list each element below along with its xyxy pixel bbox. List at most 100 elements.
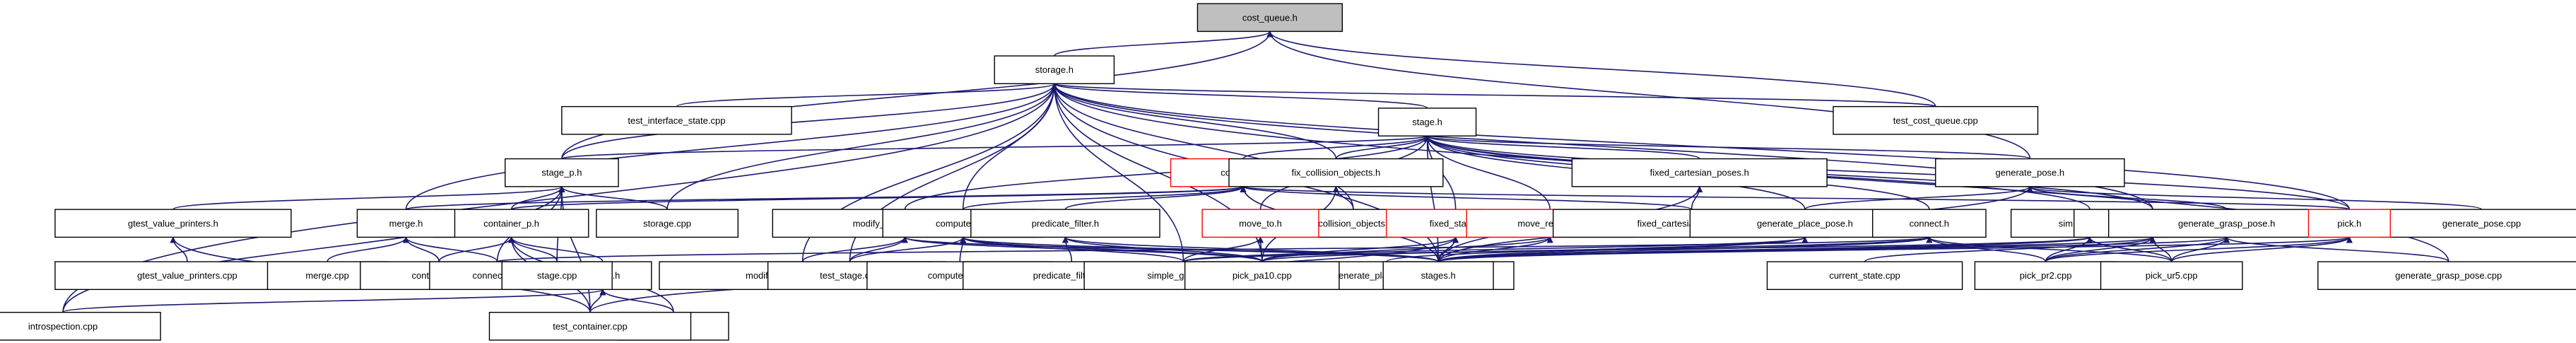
node-box: [1571, 158, 1828, 187]
edge-stage-h-to-fixed-cartesian-poses-h: [1424, 135, 1700, 160]
node-introspection-cpp[interactable]: introspection.cpp: [0, 311, 161, 341]
node-label: pick.h: [2337, 218, 2361, 228]
edge-generate-pose-h-to-generate-pose-cpp: [2027, 185, 2483, 210]
node-fixed-cartesian-poses-h[interactable]: fixed_cartesian_poses.h: [1571, 158, 1828, 187]
edge-connect-h-to-pick-ur5-cpp: [1926, 236, 2172, 262]
edge-stage-p-h-to-gtest-value-printers-h: [172, 185, 565, 210]
edge-compute-ik-h-to-pick-pa10-cpp: [960, 236, 1263, 262]
node-label: container_p.h: [483, 218, 539, 228]
node-label: move_to.h: [1239, 218, 1282, 228]
edge-stage-p-h-to-storage-cpp: [558, 185, 668, 210]
node-box: [2100, 261, 2243, 291]
edge-stage-p-h-to-introspection-cpp: [62, 185, 565, 313]
node-generate-grasp-pose-cpp[interactable]: generate_grasp_pose.cpp: [2317, 261, 2576, 291]
node-label: connect.h: [1910, 218, 1949, 228]
node-generate-pose-cpp[interactable]: generate_pose.cpp: [2378, 209, 2576, 238]
node-label: stages.h: [1421, 270, 1456, 281]
edge-cost-queue-h-to-storage-h: [1054, 30, 1274, 57]
node-label: stage.cpp: [537, 270, 577, 281]
edge-current-state-h-to-pick-ur5-cpp: [2149, 236, 2172, 262]
node-box: [1871, 209, 1987, 238]
node-label: gtest_value_printers.cpp: [137, 270, 237, 281]
node-label: test_container.cpp: [553, 321, 628, 332]
node-stage-cpp[interactable]: stage.cpp: [501, 261, 613, 291]
file-nodes: cost_queue.h storage.h stage.h stage_p.hcon…: [0, 3, 2576, 341]
node-label: gtest_value_printers.h: [128, 218, 218, 228]
node-box: [1196, 3, 1343, 33]
node-test-container-cpp[interactable]: test_container.cpp: [488, 311, 692, 341]
edge-connect-h-to-connect-cpp: [496, 236, 1932, 262]
edge-current-state-h-to-current-state-cpp: [1864, 236, 2156, 262]
node-pick-pr2-cpp[interactable]: pick_pr2.cpp: [1974, 261, 2117, 291]
edge-connect-h-to-pick-pr2-cpp: [1926, 236, 2047, 262]
node-label: pick_ur5.cpp: [2146, 270, 2198, 281]
node-box: [501, 261, 613, 291]
node-cost-queue-h[interactable]: cost_queue.h: [1196, 3, 1343, 33]
node-pick-ur5-cpp[interactable]: pick_ur5.cpp: [2100, 261, 2243, 291]
edge-merge-h-to-merge-cpp: [327, 236, 409, 262]
node-label: fix_collision_objects.h: [1292, 168, 1381, 178]
node-test-interface-state-cpp[interactable]: test_interface_state.cpp: [561, 105, 792, 135]
edge-generate-grasp-pose-h-to-stages-h: [1437, 236, 2230, 262]
edge-stage-h-to-stages-h: [1424, 135, 1439, 262]
node-current-state-cpp[interactable]: current_state.cpp: [1766, 261, 1963, 291]
edge-merge-h-to-connect-cpp: [403, 236, 498, 262]
node-box: [2317, 261, 2576, 291]
node-connect-h[interactable]: connect.h: [1871, 209, 1987, 238]
node-generate-grasp-pose-h[interactable]: generate_grasp_pose.h: [2107, 209, 2346, 238]
edge-container-h-to-compute-ik-h: [962, 185, 1247, 210]
node-label: fixed_cartesian_poses.h: [1650, 168, 1749, 178]
node-label: stage.h: [1412, 117, 1442, 127]
node-stages-h[interactable]: stages.h: [1382, 261, 1494, 291]
node-box: [1228, 158, 1444, 187]
edge-fix-collision-objects-h-to-fix-collision-objects-cpp: [1332, 185, 1354, 210]
node-label: storage.cpp: [643, 218, 691, 228]
node-storage-cpp[interactable]: storage.cpp: [596, 209, 739, 238]
edge-stage-h-to-modify-planning-scene-h: [904, 135, 1430, 210]
node-predicate-filter-h[interactable]: predicate_filter.h: [970, 209, 1160, 238]
edge-move-relative-h-to-pick-pa10-cpp: [1261, 236, 1553, 262]
node-pick-pa10-cpp[interactable]: pick_pa10.cpp: [1184, 261, 1340, 291]
node-label: fix_collision_objects.cpp: [1304, 218, 1402, 228]
node-gtest-value-printers-h[interactable]: gtest_value_printers.h: [54, 209, 292, 238]
node-box: [1184, 261, 1340, 291]
node-box: [1766, 261, 1963, 291]
edge-container-h-to-pick-h: [1240, 185, 2351, 210]
edge-storage-h-to-test-interface-state-cpp: [676, 83, 1058, 107]
node-box: [356, 209, 456, 238]
node-label: test_interface_state.cpp: [628, 115, 725, 126]
edge-generate-place-pose-h-to-simple-grasp-cpp: [1182, 236, 1809, 262]
edge-pick-h-to-pick-pr2-cpp: [2045, 236, 2353, 262]
node-box: [2307, 209, 2391, 238]
edge-compute-ik-h-to-test-stage-cpp: [849, 236, 967, 262]
node-stage-p-h[interactable]: stage_p.h: [505, 158, 619, 187]
node-pick-h[interactable]: pick.h: [2307, 209, 2391, 238]
edge-modify-planning-scene-h-to-modify-planning-scene-cpp: [801, 236, 908, 262]
node-label: test_stage.cpp: [820, 270, 880, 281]
node-merge-h[interactable]: merge.h: [356, 209, 456, 238]
node-box: [488, 311, 692, 341]
edge-current-state-h-to-pick-pr2-cpp: [2045, 236, 2156, 262]
node-stage-h[interactable]: stage.h: [1377, 107, 1477, 136]
edge-storage-h-to-storage-cpp: [666, 83, 1058, 210]
node-fix-collision-objects-h[interactable]: fix_collision_objects.h: [1228, 158, 1444, 187]
node-box: [2378, 209, 2576, 238]
edge-stage-h-to-stage-p-h: [561, 135, 1430, 160]
node-container-p-h[interactable]: container_p.h: [433, 209, 589, 238]
edge-task-p-h-to-introspection-cpp: [62, 289, 606, 313]
edge-stage-h-to-move-relative-h: [1424, 135, 1551, 210]
edge-storage-h-to-stage-h: [1051, 83, 1428, 109]
edge-container-p-h-to-task-p-h: [508, 236, 604, 262]
edge-compute-ik-h-to-compute-ik-cpp: [959, 236, 967, 262]
edge-stage-p-h-to-test-container-cpp: [558, 185, 591, 313]
node-label: generate_pose.h: [1996, 168, 2065, 178]
node-storage-h[interactable]: storage.h: [994, 55, 1115, 85]
edge-generate-pose-h-to-generate-place-pose-h: [1804, 185, 2033, 210]
node-label: pick_pr2.cpp: [2020, 270, 2072, 281]
node-move-to-h[interactable]: move_to.h: [1201, 209, 1319, 238]
node-label: generate_grasp_pose.h: [2178, 218, 2275, 228]
edge-compute-ik-h-to-simple-grasp-cpp: [960, 236, 1184, 262]
node-test-cost-queue-cpp[interactable]: test_cost_queue.cpp: [1833, 105, 2039, 135]
node-generate-pose-h[interactable]: generate_pose.h: [1935, 158, 2125, 187]
node-label: generate_grasp_pose.cpp: [2395, 270, 2502, 281]
